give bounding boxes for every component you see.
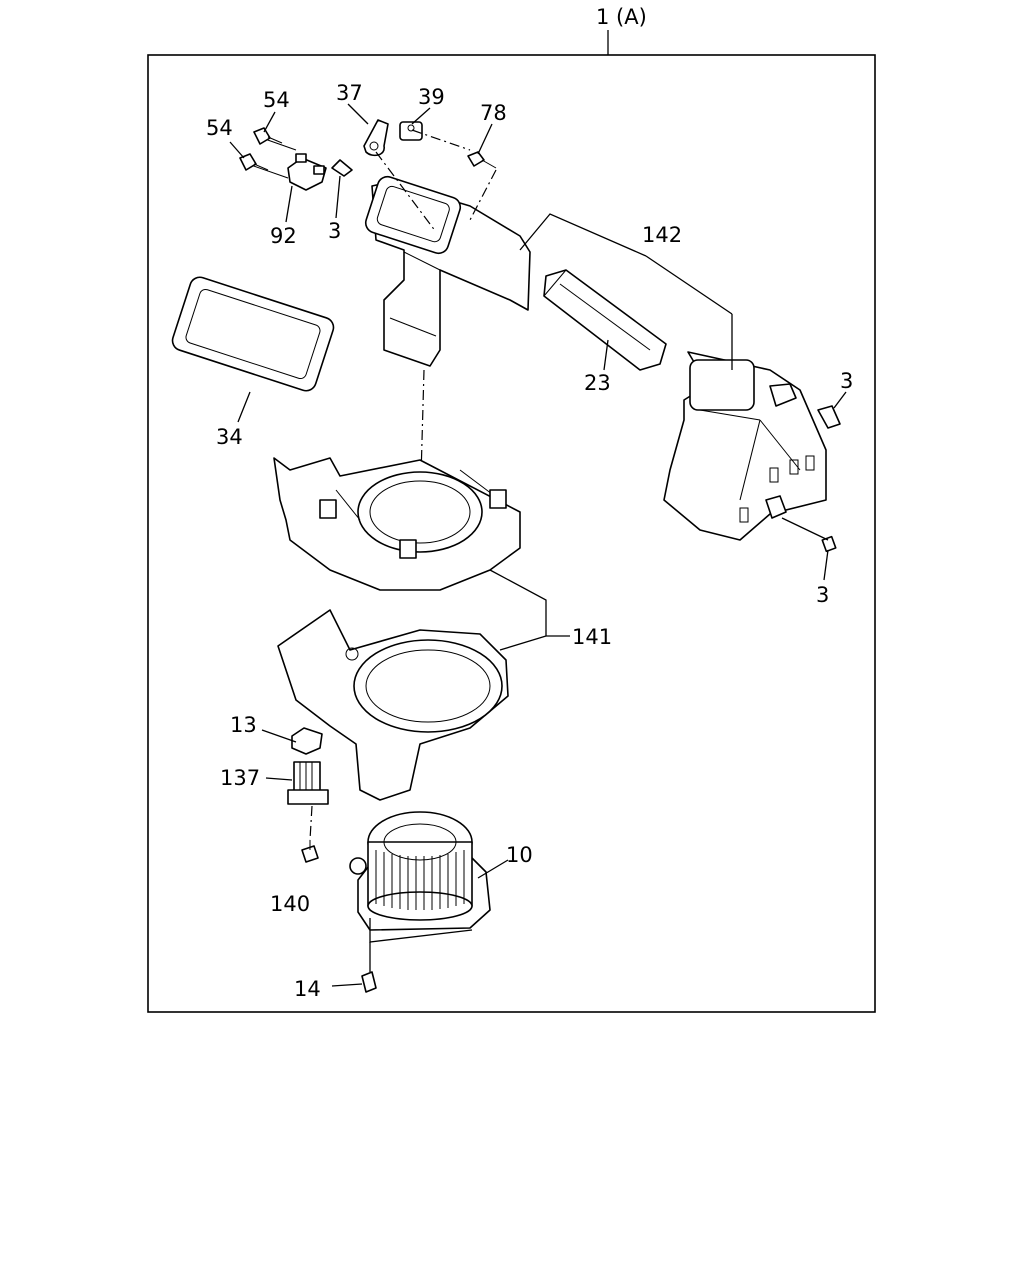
housing-142 <box>663 351 827 541</box>
actuator-39 <box>399 121 423 141</box>
leader-lines <box>229 103 847 987</box>
label-92: 92 <box>270 224 297 248</box>
fan-blades <box>375 850 465 910</box>
label-78: 78 <box>480 101 507 125</box>
label-14: 14 <box>294 977 321 1001</box>
label-23: 23 <box>584 371 611 395</box>
screw-54-upper <box>253 127 297 151</box>
gasket-13 <box>291 727 323 755</box>
blower-case-lower <box>277 609 509 801</box>
label-37: 37 <box>336 81 363 105</box>
label-34: 34 <box>216 425 243 449</box>
screw-78 <box>467 151 497 169</box>
clip-3-right-upper <box>817 405 841 429</box>
bracket-92 <box>287 153 327 191</box>
screw-140 <box>301 805 319 863</box>
blower-motor-10 <box>349 811 491 931</box>
label-3-upper: 3 <box>328 219 341 243</box>
label-142: 142 <box>642 223 682 247</box>
diagram-frame <box>147 54 876 1013</box>
seal-34 <box>171 276 335 392</box>
label-39: 39 <box>418 85 445 109</box>
lever-37 <box>363 119 389 157</box>
label-3-right-lower: 3 <box>816 583 829 607</box>
assembly-label: 1 (A) <box>596 5 647 29</box>
label-54-upper: 54 <box>263 88 290 112</box>
label-54-lower: 54 <box>206 116 233 140</box>
filter-23 <box>543 269 667 371</box>
align-line-78 <box>469 169 497 221</box>
label-137: 137 <box>220 766 260 790</box>
intake-duct <box>364 175 531 367</box>
blower-case-upper <box>273 457 521 591</box>
label-3-right-upper: 3 <box>840 369 853 393</box>
label-140: 140 <box>270 892 310 916</box>
resistor-137 <box>287 761 329 805</box>
clip-3-upper <box>331 159 353 177</box>
align-line-center <box>419 369 425 513</box>
label-13: 13 <box>230 713 257 737</box>
label-141: 141 <box>572 625 612 649</box>
screw-54-lower <box>239 153 289 179</box>
align-line-37 <box>375 151 437 233</box>
screw-14 <box>361 918 473 993</box>
label-10: 10 <box>506 843 533 867</box>
clip-3-right-lower <box>821 535 837 553</box>
